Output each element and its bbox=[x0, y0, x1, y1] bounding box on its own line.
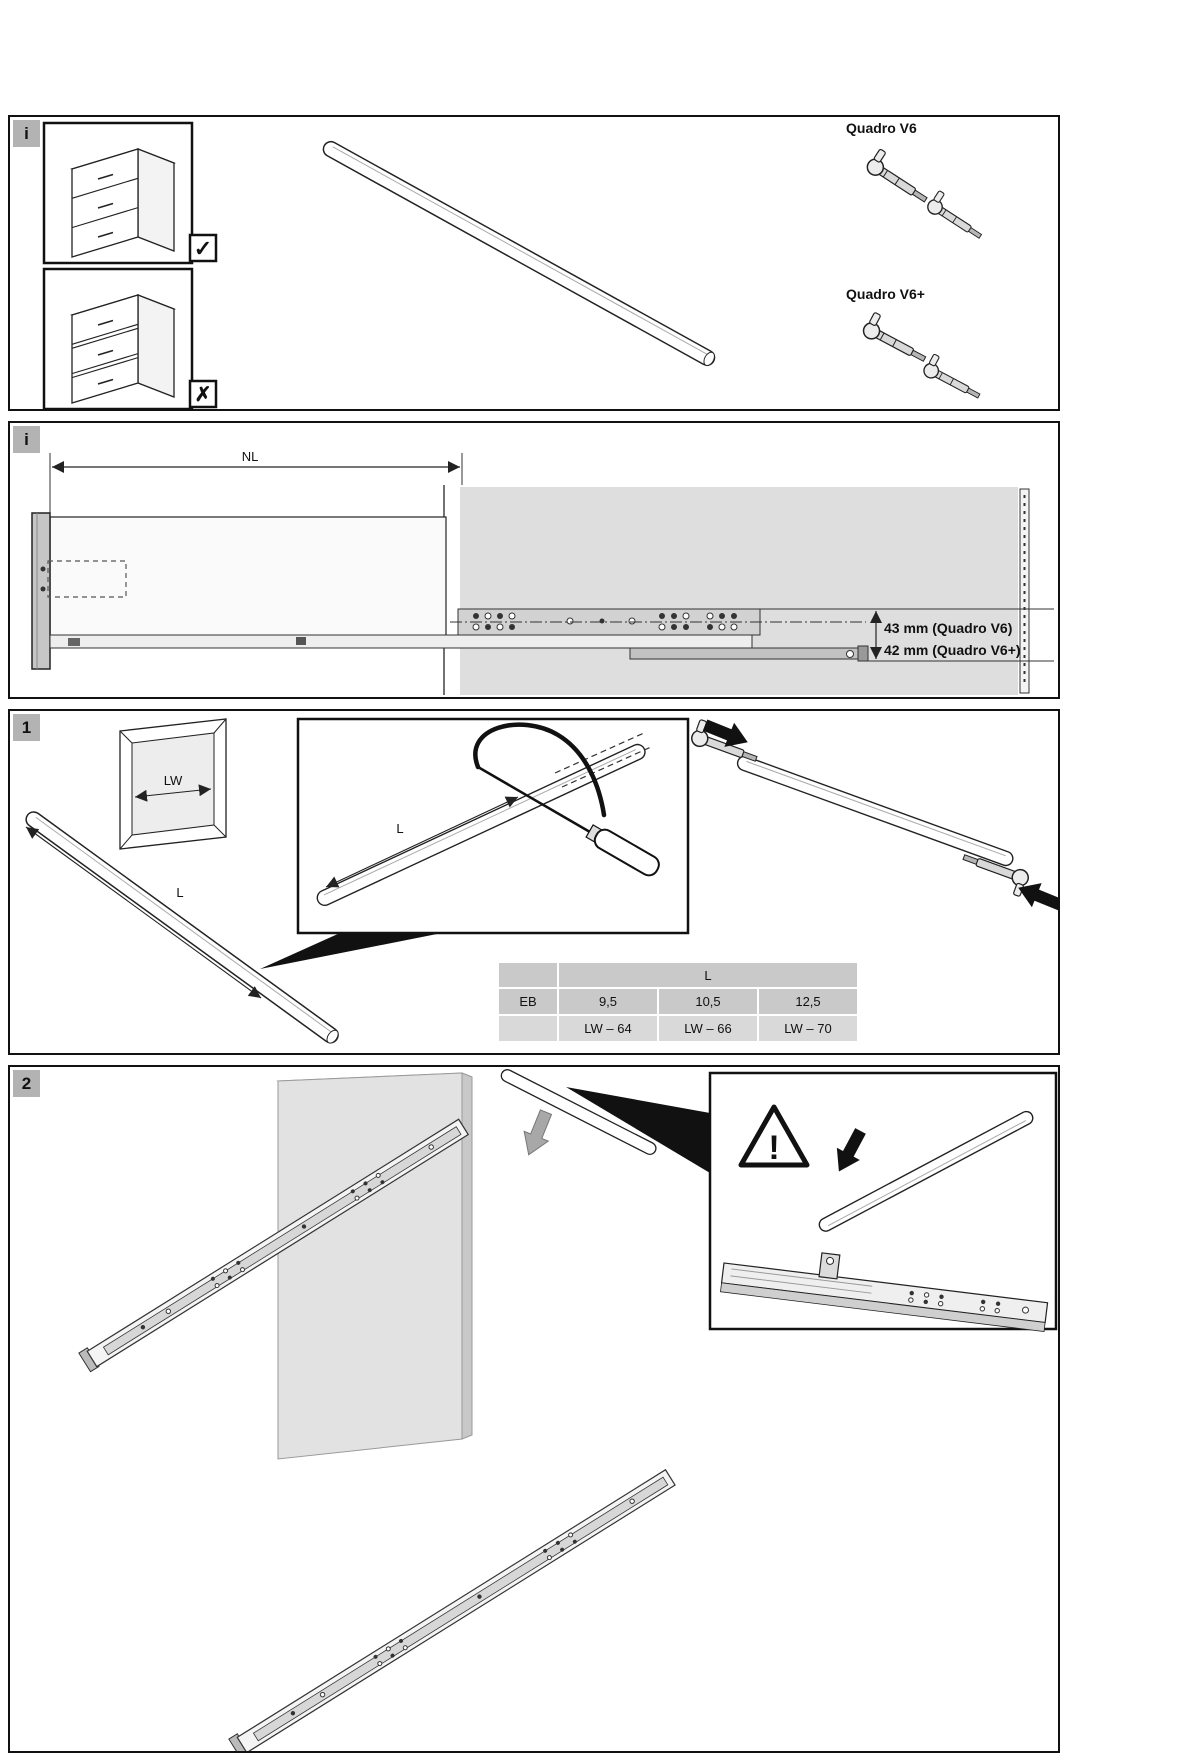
rod-closeup bbox=[818, 1110, 1034, 1232]
runner-closeup bbox=[720, 1252, 1049, 1332]
callout-wedge bbox=[260, 933, 442, 969]
panel-dimensions-info: i NL bbox=[8, 421, 1060, 699]
cabinet-correct-illustration bbox=[42, 121, 194, 265]
warning-mark: ! bbox=[768, 1129, 779, 1167]
checkmark-icon: ✓ bbox=[188, 233, 218, 263]
panel-products-info: i bbox=[8, 115, 1060, 411]
height-v6-label: 43 mm (Quadro V6) bbox=[884, 620, 1012, 636]
nl-dimension: NL bbox=[49, 449, 463, 513]
rod-to-cut-illustration bbox=[25, 811, 339, 1044]
sawing-inset: L bbox=[296, 717, 690, 935]
info-badge: i bbox=[13, 120, 40, 147]
step1-illustration: LW L bbox=[25, 713, 1058, 1044]
table-col-9-5: 9,5 bbox=[559, 989, 657, 1014]
profile-rod-illustration bbox=[322, 140, 716, 367]
rod-top-illustration bbox=[500, 1069, 657, 1156]
checkmark-glyph: ✓ bbox=[194, 236, 212, 261]
height-v6plus-label: 42 mm (Quadro V6+) bbox=[884, 642, 1021, 658]
l-label-inset: L bbox=[396, 821, 403, 836]
quadro-v6plus-connector-icon bbox=[859, 310, 988, 404]
table-col-12-5: 12,5 bbox=[759, 989, 857, 1014]
drawer-runner-lower bbox=[228, 1468, 676, 1751]
table-cell-blank bbox=[499, 963, 557, 987]
l-dimension-inset: L bbox=[325, 796, 519, 888]
step1-badge: 1 bbox=[13, 714, 40, 741]
info-badge: i bbox=[13, 426, 40, 453]
table-val-lw64: LW – 64 bbox=[559, 1016, 657, 1041]
cross-icon: ✗ bbox=[188, 379, 218, 409]
table-cell-blank bbox=[499, 1016, 557, 1041]
cut-length-table: L EB 9,5 10,5 12,5 LW – 64 LW – 66 LW – … bbox=[499, 963, 857, 1041]
products-illustration: ✓ ✗ bbox=[42, 120, 990, 409]
runner-rail-drawing bbox=[49, 608, 869, 662]
drawer-side-view bbox=[31, 512, 447, 670]
height-dimension: 43 mm (Quadro V6) 42 mm (Quadro V6+) bbox=[760, 608, 1054, 662]
table-val-lw66: LW – 66 bbox=[659, 1016, 757, 1041]
panel-step1: 1 LW bbox=[8, 709, 1060, 1055]
warning-detail-inset: ! bbox=[708, 1071, 1058, 1332]
mount-arrow-icon bbox=[516, 1106, 559, 1161]
panel-step2: 2 bbox=[8, 1065, 1060, 1753]
cabinet-opening-illustration: LW bbox=[119, 718, 227, 850]
dimension-drawing: NL bbox=[31, 449, 1054, 695]
rod-assembly-illustration bbox=[688, 713, 1058, 917]
quadro-v6plus-label: Quadro V6+ bbox=[846, 286, 925, 302]
step2-illustration: ! bbox=[78, 1069, 1058, 1751]
lw-label: LW bbox=[164, 773, 183, 788]
table-header-eb: EB bbox=[499, 989, 557, 1014]
drawer-runner-upper bbox=[78, 1118, 470, 1373]
cabinet-panel-illustration bbox=[276, 1072, 473, 1460]
step2-badge: 2 bbox=[13, 1070, 40, 1097]
end-fitting-icon bbox=[688, 717, 764, 768]
table-val-lw70: LW – 70 bbox=[759, 1016, 857, 1041]
l-label-main: L bbox=[176, 885, 183, 900]
quadro-v6-connector-icon bbox=[863, 146, 990, 244]
hacksaw-icon bbox=[473, 722, 660, 877]
table-header-l: L bbox=[559, 963, 857, 987]
table-col-10-5: 10,5 bbox=[659, 989, 757, 1014]
cabinet-side-view bbox=[443, 485, 1030, 695]
warning-triangle-icon: ! bbox=[738, 1104, 810, 1168]
cross-glyph: ✗ bbox=[195, 384, 212, 406]
nl-label: NL bbox=[242, 449, 259, 464]
quadro-v6-label: Quadro V6 bbox=[846, 120, 917, 136]
cabinet-wrong-illustration bbox=[42, 267, 194, 409]
callout-wedge bbox=[566, 1087, 710, 1173]
l-dimension-main: L bbox=[25, 826, 262, 999]
